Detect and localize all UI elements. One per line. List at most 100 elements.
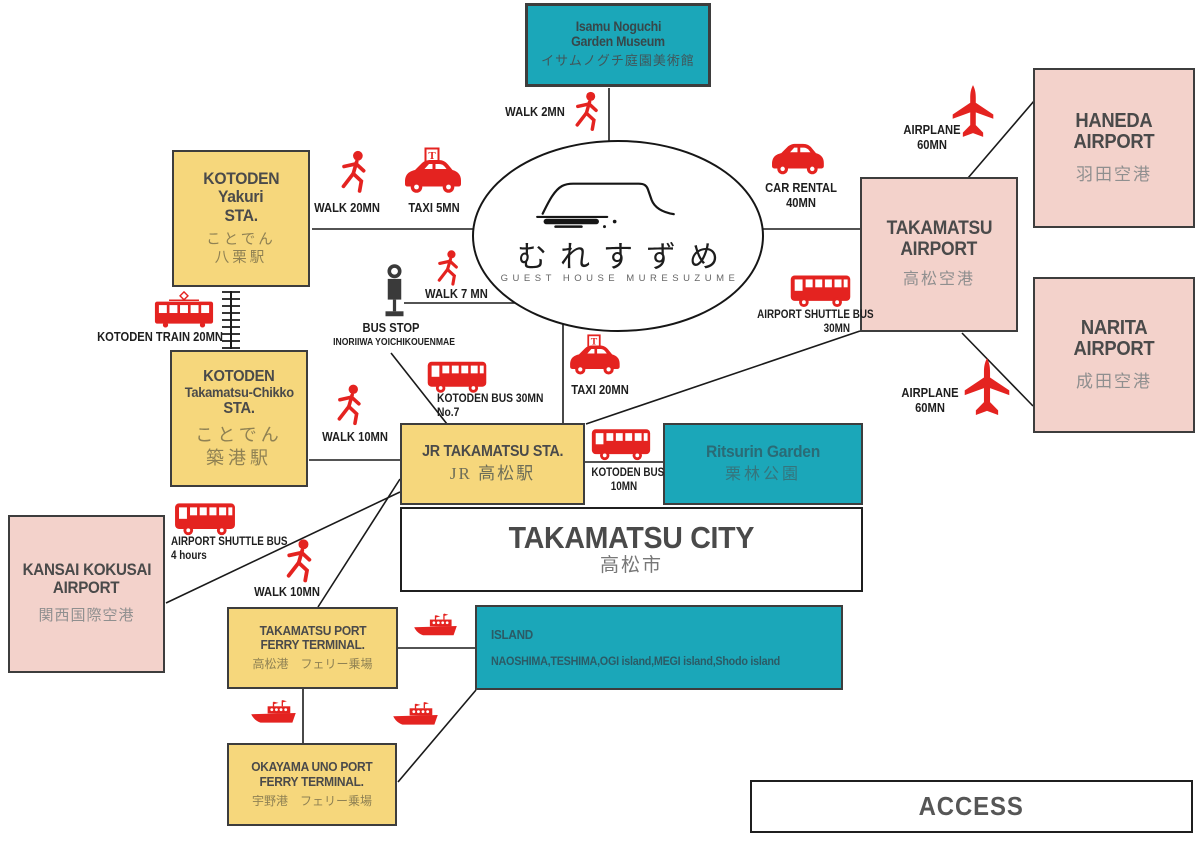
- node-takamatsu-city: TAKAMATSU CITY 高松市: [400, 507, 863, 592]
- node-kotoden-takamatsu-chikko-station: KOTODEN Takamatsu-Chikko STA. ことでん 築港駅: [170, 350, 308, 487]
- ferry-icon: [250, 699, 297, 724]
- node-ritsurin-garden: Ritsurin Garden 栗林公園: [663, 423, 863, 505]
- node-okayama-uno-port-ferry-terminal: OKAYAMA UNO PORT FERRY TERMINAL. 宇野港 フェリ…: [227, 743, 397, 826]
- yakuri-line1: KOTODEN: [203, 168, 279, 188]
- train-icon: [154, 291, 214, 328]
- yakuri-line2: Yakuri: [218, 187, 264, 207]
- haneda-jp: 羽田空港: [1076, 164, 1152, 184]
- bus-icon: [790, 275, 851, 307]
- narita-line2: AIRPORT: [1073, 338, 1155, 361]
- label-shuttle-takamatsu: AIRPORT SHUTTLE BUS 30MN: [757, 309, 873, 336]
- ferry-icon: [392, 701, 439, 726]
- airplane-icon: [952, 85, 994, 137]
- bus-stop-icon: [383, 264, 406, 319]
- chikko-line2: Takamatsu-Chikko: [184, 383, 294, 400]
- bus-icon: [591, 429, 651, 461]
- bus-icon: [427, 361, 487, 393]
- guesthouse-name-en: GUEST HOUSE MURESUZUME: [500, 273, 740, 284]
- walk-icon: [575, 90, 598, 132]
- walk-icon: [437, 250, 458, 286]
- label-kotoden-bus-ritsurin-line1: KOTODEN BUS: [591, 467, 665, 479]
- island-title: ISLAND: [491, 626, 533, 642]
- walk-icon: [286, 539, 312, 583]
- label-shuttle-kansai-line1: AIRPORT SHUTTLE BUS: [171, 536, 288, 548]
- line-airport-haneda: [967, 100, 1035, 179]
- walk-icon: [337, 384, 361, 426]
- museum-name-line1: Isamu Noguchi: [575, 19, 661, 35]
- city-name-jp: 高松市: [599, 555, 663, 577]
- museum-name-jp: イサムノグチ庭園美術館: [541, 53, 695, 69]
- yakuri-jp2: 八栗駅: [214, 250, 268, 267]
- chikko-line1: KOTODEN: [203, 367, 275, 385]
- label-shuttle-takamatsu-line2: 30MN: [823, 322, 850, 335]
- yakuri-jp1: ことでん: [206, 231, 276, 248]
- line-busstop-jr: [390, 352, 448, 425]
- label-walk-chikko: WALK 10MN: [322, 429, 388, 444]
- node-island: ISLAND NAOSHIMA,TESHIMA,OGI island,MEGI …: [475, 605, 843, 690]
- yakuri-line3: STA.: [224, 205, 258, 225]
- label-airplane-narita: AIRPLANE 60MN: [899, 385, 961, 416]
- taxi-icon: [404, 147, 462, 194]
- taxi-icon: [569, 334, 621, 376]
- label-kotoden-bus-no7-line1: KOTODEN BUS 30MN: [437, 391, 544, 405]
- mountain-logo: [514, 162, 719, 234]
- access-title-box: ACCESS: [750, 780, 1193, 833]
- label-kotoden-bus-ritsurin-line2: 10MN: [610, 480, 638, 493]
- node-isamu-noguchi-garden-museum: Isamu Noguchi Garden Museum イサムノグチ庭園美術館: [525, 3, 711, 87]
- railway-track: [222, 291, 240, 349]
- chikko-jp2: 築港駅: [206, 447, 272, 468]
- line-island-okayama: [397, 689, 477, 783]
- node-narita-airport: NARITA AIRPORT 成田空港: [1033, 277, 1195, 433]
- node-kansai-kokusai-airport: KANSAI KOKUSAI AIRPORT 関西国際空港: [8, 515, 165, 673]
- jr-name-en: JR TAKAMATSU STA.: [421, 442, 564, 460]
- ritsurin-name-en: Ritsurin Garden: [705, 442, 821, 462]
- label-kotoden-bus-no7: KOTODEN BUS 30MN No.7: [437, 391, 544, 419]
- kansai-jp: 関西国際空港: [38, 608, 135, 625]
- node-haneda-airport: HANEDA AIRPORT 羽田空港: [1033, 68, 1195, 228]
- node-kotoden-yakuri-station: KOTODEN Yakuri STA. ことでん 八栗駅: [172, 150, 310, 287]
- access-title: ACCESS: [918, 791, 1025, 822]
- line-airport-narita: [961, 332, 1034, 407]
- label-airplane-narita-line2: 60MN: [915, 400, 945, 416]
- takamatsu-airport-jp: 高松空港: [902, 271, 975, 289]
- port-line1: TAKAMATSU PORT: [259, 622, 366, 638]
- line-jr-port: [317, 478, 401, 608]
- label-airplane-haneda: AIRPLANE 60MN: [901, 122, 963, 153]
- label-walk-yakuri: WALK 20MN: [314, 200, 380, 215]
- car-icon: [772, 143, 824, 175]
- bus-icon: [175, 503, 235, 536]
- chikko-jp1: ことでん: [195, 425, 283, 446]
- node-jr-takamatsu-station: JR TAKAMATSU STA. JR 高松駅: [400, 423, 585, 505]
- label-kotoden-bus-ritsurin: KOTODEN BUS 10MN: [591, 467, 665, 494]
- okayama-line2: FERRY TERMINAL.: [259, 773, 365, 789]
- port-jp: 高松港 フェリー乗場: [252, 657, 373, 672]
- okayama-jp: 宇野港 フェリー乗場: [251, 793, 372, 808]
- label-busstop-name: INORIIWA YOICHIKOUENMAE: [333, 337, 455, 348]
- island-list: NAOSHIMA,TESHIMA,OGI island,MEGI island,…: [491, 653, 780, 668]
- label-shuttle-kansai-line2: 4 hours: [171, 549, 207, 562]
- kansai-line2: AIRPORT: [53, 578, 120, 597]
- airplane-icon: [964, 358, 1010, 416]
- label-walk-museum: WALK 2MN: [505, 104, 565, 119]
- label-car-rental: CAR RENTAL 40MN: [762, 180, 839, 211]
- label-walk-port: WALK 10MN: [254, 584, 320, 599]
- node-guesthouse-muresuzume: むれすずめ GUEST HOUSE MURESUZUME: [472, 140, 764, 332]
- label-kotoden-train: KOTODEN TRAIN 20MN: [97, 329, 223, 344]
- label-walk-busstop: WALK 7 MN: [425, 286, 488, 301]
- walk-icon: [341, 150, 366, 193]
- line-jr-kansai: [165, 491, 401, 604]
- jr-name-jp: JR 高松駅: [449, 464, 536, 484]
- label-airplane-haneda-line1: AIRPLANE: [903, 122, 961, 137]
- haneda-line2: AIRPORT: [1073, 131, 1155, 154]
- label-busstop-title: BUS STOP: [362, 320, 420, 335]
- haneda-line1: HANEDA: [1075, 109, 1153, 132]
- line-airport-jr: [585, 330, 861, 425]
- ritsurin-name-jp: 栗林公園: [724, 465, 801, 483]
- label-taxi-jr: TAXI 20MN: [571, 382, 629, 397]
- takamatsu-airport-line1: TAKAMATSU: [886, 217, 992, 239]
- label-airplane-haneda-line2: 60MN: [917, 137, 947, 153]
- label-airplane-narita-line1: AIRPLANE: [901, 385, 959, 400]
- city-name-en: TAKAMATSU CITY: [508, 519, 755, 555]
